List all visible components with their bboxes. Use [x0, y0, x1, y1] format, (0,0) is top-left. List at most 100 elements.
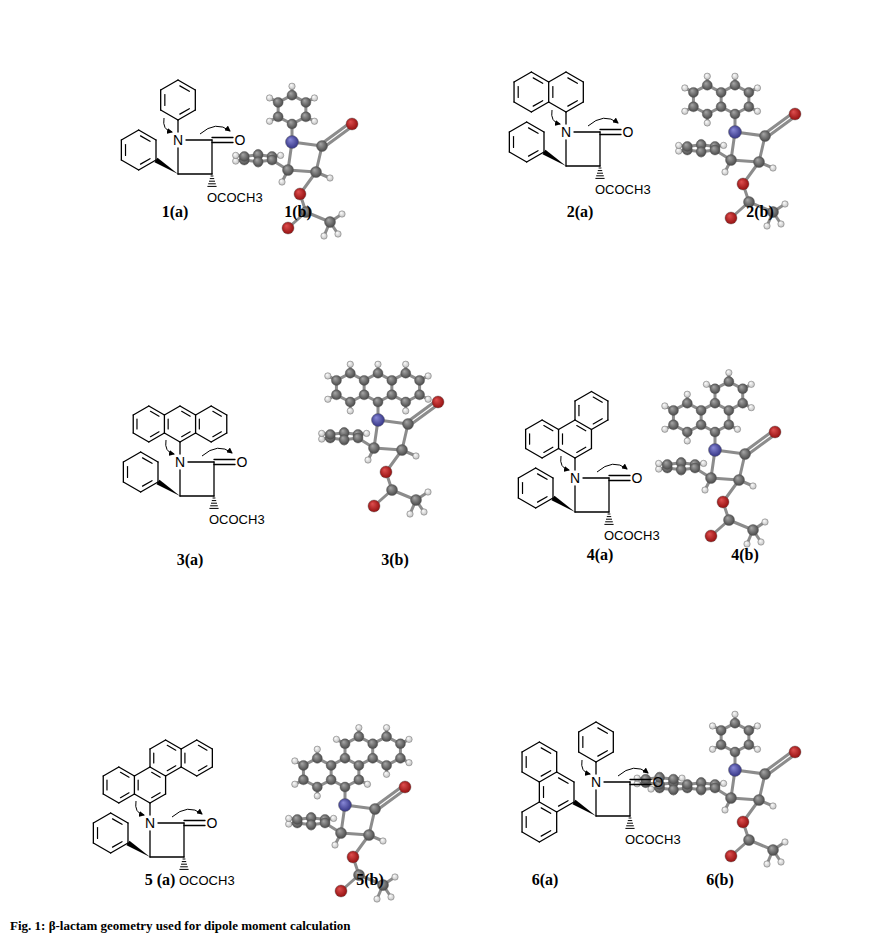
ring-bond [179, 470, 180, 496]
carbonyl-bond [630, 779, 651, 780]
hydrogen-atom [732, 73, 738, 79]
carbon-atom [730, 747, 740, 757]
hydrogen-atom [325, 373, 331, 379]
hydrogen-atom [782, 201, 788, 207]
hydrogen-atom [347, 361, 353, 367]
oxygen-atom [789, 746, 801, 758]
ring-bond [509, 122, 526, 132]
ring-bond [518, 468, 535, 478]
carbon-atom [403, 419, 414, 430]
ring-bond [164, 433, 180, 442]
rotation-arrow [582, 760, 590, 774]
carbon-atom [345, 397, 355, 407]
ring-bond [123, 462, 124, 482]
hashed-bond [605, 524, 613, 525]
hydrogen-atom [758, 539, 764, 545]
ring-bond [514, 102, 531, 112]
carbonyl-bond [212, 142, 233, 143]
ring-bond [536, 498, 553, 508]
ring-bond [604, 781, 630, 782]
carbon-atom [325, 429, 335, 439]
ring-bond [119, 767, 135, 776]
ring-bond [121, 130, 138, 140]
ring-bond [522, 742, 539, 752]
structure-number: 3(a) [177, 552, 204, 568]
hashed-bond [627, 825, 634, 826]
ring-bond [149, 406, 165, 415]
double-bond-line [182, 411, 191, 416]
double-bond-line [199, 419, 200, 429]
carbon-atom [368, 739, 378, 749]
carbon-atom [724, 377, 734, 387]
double-bond-line [526, 817, 527, 828]
rotation-arrow [618, 768, 648, 776]
double-bond-line [180, 109, 189, 114]
bond-layer [236, 76, 797, 899]
double-bond-line [543, 787, 544, 798]
hydrogen-atom [266, 95, 272, 101]
hydrogen-atom [407, 511, 413, 517]
n-aryl-bond [177, 120, 178, 132]
double-bond-line [113, 819, 122, 824]
hydrogen-atom [750, 483, 756, 489]
ring-bond [127, 823, 128, 843]
double-bond-line [522, 483, 523, 494]
ring-bond [134, 776, 135, 794]
ring-bond [557, 802, 574, 812]
ring-bond [181, 740, 197, 749]
ring-bond [141, 482, 158, 492]
ring-bond [150, 740, 166, 749]
hydrogen-atom [675, 142, 681, 148]
oxygen-atom [737, 178, 749, 190]
rotation-arrow [597, 464, 627, 472]
ring-bond [123, 452, 140, 462]
carbon-atom [730, 80, 740, 90]
hydrogen-atom [311, 118, 317, 124]
ring-bond [527, 122, 544, 132]
structure-number: 1(a) [162, 204, 189, 220]
double-bond-line [141, 159, 150, 164]
ring-bond [178, 80, 195, 90]
carbon-atom [311, 167, 322, 178]
ring-bond [542, 449, 558, 459]
carbon-atom [724, 420, 734, 430]
carbon-atom [340, 782, 350, 792]
ring-bond [213, 462, 214, 496]
hydrogen-atom [285, 821, 291, 827]
carbon-atom [415, 375, 425, 385]
ring-bond [211, 140, 212, 174]
hydrogen-atom [327, 175, 333, 181]
oxygen-atom [432, 396, 444, 408]
ring-bond [607, 401, 608, 420]
ring-bond [134, 767, 150, 776]
hydrogen-atom [770, 165, 776, 171]
hydrogen-atom [364, 781, 370, 787]
hydrogen-atom [709, 723, 715, 729]
hydrogen-atom [311, 95, 317, 101]
ring-bond [93, 843, 110, 853]
hydrogen-atom [318, 436, 324, 442]
double-bond-line [541, 808, 550, 813]
hashed-bond [607, 516, 611, 517]
hydrogen-atom [356, 724, 362, 730]
ring-bond [608, 478, 609, 512]
ring-bond [149, 831, 150, 857]
carbon-atom [298, 775, 308, 785]
ring-bond [166, 740, 182, 749]
hashed-bond [597, 173, 602, 174]
double-bond-line [125, 145, 126, 156]
ring-bond [565, 140, 566, 166]
double-bond-line [559, 801, 568, 806]
double-bond-line [141, 136, 150, 141]
ring-bond [552, 478, 553, 498]
carbon-atom [415, 390, 425, 400]
carbon-atom [744, 102, 754, 112]
ring-bond [157, 462, 158, 482]
double-bond-line [559, 778, 568, 783]
double-bond-line [593, 397, 602, 402]
carbon-atom [734, 475, 745, 486]
ring-bond [180, 433, 196, 442]
hydrogen-atom [782, 839, 788, 845]
hashed-bond [606, 521, 613, 522]
structure-number: 5 (a) [145, 872, 176, 888]
